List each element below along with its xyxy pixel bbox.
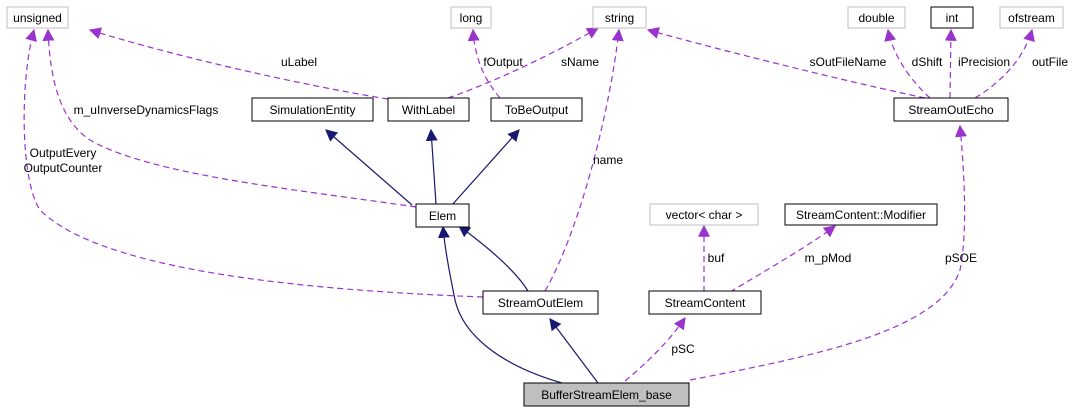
node-label-long: long: [460, 11, 483, 25]
node-int[interactable]: int: [930, 6, 974, 29]
node-label-int: int: [946, 11, 959, 25]
node-unsigned[interactable]: unsigned: [6, 6, 69, 29]
node-label-streamoutelem: StreamOutElem: [498, 296, 583, 310]
edge-buffer-to-streamoutelem: [549, 318, 599, 384]
node-label-withlabel: WithLabel: [402, 103, 455, 117]
node-label-ofstream: ofstream: [1008, 11, 1055, 25]
node-label-modifier: StreamContent::Modifier: [796, 208, 926, 222]
node-long[interactable]: long: [450, 6, 492, 29]
node-label-vectorchar: vector< char >: [666, 208, 743, 222]
node-ofstream[interactable]: ofstream: [999, 6, 1064, 29]
edge-streamoutelem-name: [544, 28, 624, 292]
edge-label-name: name: [593, 153, 623, 167]
nodes: unsigned long string double int ofstream…: [6, 6, 1064, 407]
edge-label-foutput: fOutput: [483, 55, 523, 69]
edge-label-outputcounter: OutputCounter: [24, 161, 103, 175]
inheritance-edges: [325, 128, 599, 384]
edge-echo-soutfilename: [646, 27, 926, 99]
edge-label-dshift: dShift: [912, 55, 943, 69]
node-label-unsigned: unsigned: [13, 11, 62, 25]
edge-label-soutfilename: sOutFileName: [810, 55, 887, 69]
edge-tobeoutput-foutput: [467, 28, 501, 99]
node-double[interactable]: double: [847, 6, 906, 29]
node-label-simulationentity: SimulationEntity: [269, 103, 355, 117]
edge-elem-to-withlabel: [425, 128, 438, 205]
node-string[interactable]: string: [592, 6, 647, 29]
edge-label-iprecision: iPrecision: [958, 55, 1010, 69]
edge-buffer-psoe: [689, 124, 967, 381]
node-label-elem: Elem: [429, 209, 456, 223]
edge-streamoutelem-outputevery: [23, 28, 484, 298]
edge-label-psc: pSC: [671, 342, 695, 356]
edge-label-ulabel: uLabel: [281, 55, 317, 69]
edge-label-outfile: outFile: [1032, 55, 1068, 69]
node-streamoutecho[interactable]: StreamOutEcho: [893, 97, 1009, 122]
edge-elem-to-simentity: [325, 129, 413, 206]
edge-label-sname: sName: [561, 55, 599, 69]
edge-streamcontent-mpmod: [729, 225, 836, 293]
node-withlabel[interactable]: WithLabel: [387, 97, 470, 122]
edge-echo-dshift: [884, 28, 931, 99]
node-vectorchar[interactable]: vector< char >: [649, 203, 759, 226]
edge-echo-outfile: [974, 28, 1035, 99]
edge-buffer-psc: [624, 317, 686, 382]
edge-echo-iprecision: [944, 28, 957, 99]
node-modifier[interactable]: StreamContent::Modifier: [784, 203, 938, 226]
node-tobeoutput[interactable]: ToBeOutput: [490, 97, 583, 122]
node-label-tobeoutput: ToBeOutput: [505, 103, 569, 117]
node-label-string: string: [605, 11, 634, 25]
edge-elem-to-tobeoutput: [451, 129, 520, 206]
edge-label-minverse: m_uInverseDynamicsFlags: [74, 103, 219, 117]
node-label-streamcontent: StreamContent: [665, 296, 746, 310]
edge-label-buf: buf: [708, 251, 725, 265]
node-simulationentity[interactable]: SimulationEntity: [251, 97, 374, 122]
edge-label-outputevery: OutputEvery: [30, 146, 97, 160]
node-streamcontent[interactable]: StreamContent: [648, 290, 762, 315]
usage-edges: [23, 27, 1035, 382]
edge-streamoutelem-to-elem: [458, 225, 529, 292]
edge-label-psoe: pSOE: [945, 251, 977, 265]
edge-labels: uLabel fOutput sName sOutFileName dShift…: [24, 55, 1069, 356]
node-elem[interactable]: Elem: [415, 203, 470, 228]
edge-withlabel-ulabel: [88, 27, 389, 100]
node-label-bufferstreamelem-base: BufferStreamElem_base: [541, 388, 672, 402]
node-streamoutelem[interactable]: StreamOutElem: [482, 290, 599, 315]
edge-buffer-to-elem: [437, 225, 563, 384]
node-bufferstreamelem-base[interactable]: BufferStreamElem_base: [523, 382, 690, 407]
edge-elem-minverse: [42, 28, 417, 208]
edge-label-mpmod: m_pMod: [805, 251, 852, 265]
node-label-double: double: [858, 11, 894, 25]
node-label-streamoutecho: StreamOutEcho: [908, 103, 994, 117]
